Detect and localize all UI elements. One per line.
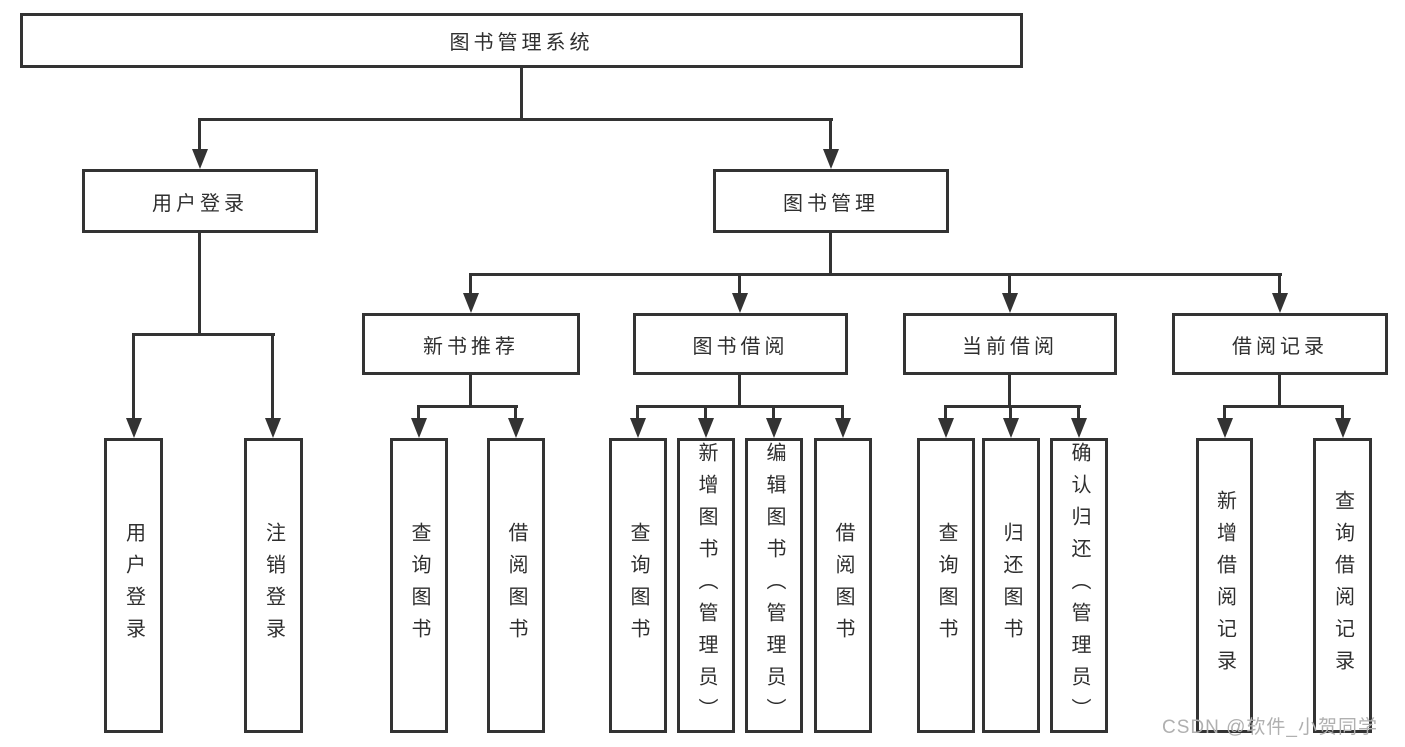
arrowhead-down-icon [463,293,479,313]
arrowhead-down-icon [1335,418,1351,438]
node-label: 查询借阅记录 [1331,489,1354,682]
connector-split [132,333,275,336]
connector-line [1008,375,1011,408]
node-label: 图书管理 [783,192,879,215]
connector-line [1223,405,1226,420]
arrowhead-down-icon [411,418,427,438]
connector-line [198,233,201,336]
arrowhead-down-icon [265,418,281,438]
node-label: 注销登录 [262,521,285,650]
arrowhead-down-icon [1217,418,1233,438]
leaf-confirm-return-admin: 确认归还（管理员） [1050,438,1108,733]
leaf-query-books-current: 查询图书 [917,438,975,733]
node-label: 借阅图书 [505,521,527,650]
node-label: 查询图书 [408,521,430,650]
node-label: 用户登录 [152,192,248,215]
node-label: 确认归还（管理员） [1068,441,1090,730]
node-book-management: 图书管理 [713,169,949,233]
leaf-query-books-recommend: 查询图书 [390,438,448,733]
connector-line [1278,375,1281,408]
leaf-user-login: 用户登录 [104,438,163,733]
arrowhead-down-icon [766,418,782,438]
node-label: 图书管理系统 [449,32,594,54]
node-borrowing-records: 借阅记录 [1172,313,1388,375]
node-current-borrowing: 当前借阅 [903,313,1117,375]
connector-split [417,405,518,408]
leaf-add-book-admin: 新增图书（管理员） [677,438,735,733]
arrowhead-down-icon [508,418,524,438]
connector-line [271,333,274,420]
connector-line [132,333,135,420]
node-label: 编辑图书（管理员） [763,441,785,730]
connector-line [772,405,775,420]
node-label: 当前借阅 [962,335,1058,358]
node-label: 归还图书 [1000,521,1022,650]
arrowhead-down-icon [823,149,839,169]
leaf-add-borrow-record: 新增借阅记录 [1196,438,1253,733]
arrowhead-down-icon [630,418,646,438]
leaf-return-book: 归还图书 [982,438,1040,733]
connector-line [841,405,844,420]
node-label: 借阅记录 [1232,335,1328,358]
connector-split [637,405,844,408]
connector-split [1223,405,1343,408]
connector-line [1278,273,1281,295]
connector-line [1341,405,1344,420]
arrowhead-down-icon [1272,293,1288,313]
node-new-book-recommend: 新书推荐 [362,313,580,375]
connector-line [829,118,832,151]
leaf-logout: 注销登录 [244,438,303,733]
node-label: 新增图书（管理员） [695,441,717,730]
arrowhead-down-icon [192,149,208,169]
connector-level1-split [198,118,833,121]
node-label: 用户登录 [122,521,145,650]
node-label: 借阅图书 [832,521,854,650]
node-label: 新增借阅记录 [1213,489,1236,682]
connector-line [469,273,472,295]
leaf-borrow-books-recommend: 借阅图书 [487,438,545,733]
arrowhead-down-icon [698,418,714,438]
connector-line [738,375,741,408]
leaf-query-borrow-record: 查询借阅记录 [1313,438,1372,733]
connector-line [1008,273,1011,295]
connector-line [469,375,472,408]
arrowhead-down-icon [1003,418,1019,438]
arrowhead-down-icon [1071,418,1087,438]
arrowhead-down-icon [938,418,954,438]
node-label: 查询图书 [627,521,649,650]
node-user-login: 用户登录 [82,169,318,233]
connector-line [1077,405,1080,420]
connector-line [1009,405,1012,420]
connector-line [829,233,832,276]
connector-line [738,273,741,295]
leaf-query-books-borrowing: 查询图书 [609,438,667,733]
connector-root-stem [520,67,523,121]
node-label: 新书推荐 [423,335,519,358]
watermark: CSDN @软件_小贺同学 [1162,717,1378,738]
connector-line [417,405,420,420]
arrowhead-down-icon [126,418,142,438]
connector-line [514,405,517,420]
arrowhead-down-icon [835,418,851,438]
arrowhead-down-icon [732,293,748,313]
node-label: 查询图书 [935,521,957,650]
connector-line [704,405,707,420]
node-label: 图书借阅 [692,335,789,358]
connector-level2-split [469,273,1282,276]
connector-split [944,405,1081,408]
leaf-borrow-books: 借阅图书 [814,438,872,733]
node-book-borrowing: 图书借阅 [633,313,848,375]
arrowhead-down-icon [1002,293,1018,313]
leaf-edit-book-admin: 编辑图书（管理员） [745,438,803,733]
connector-line [944,405,947,420]
connector-line [636,405,639,420]
connector-line [198,118,201,151]
node-library-system: 图书管理系统 [20,13,1023,68]
